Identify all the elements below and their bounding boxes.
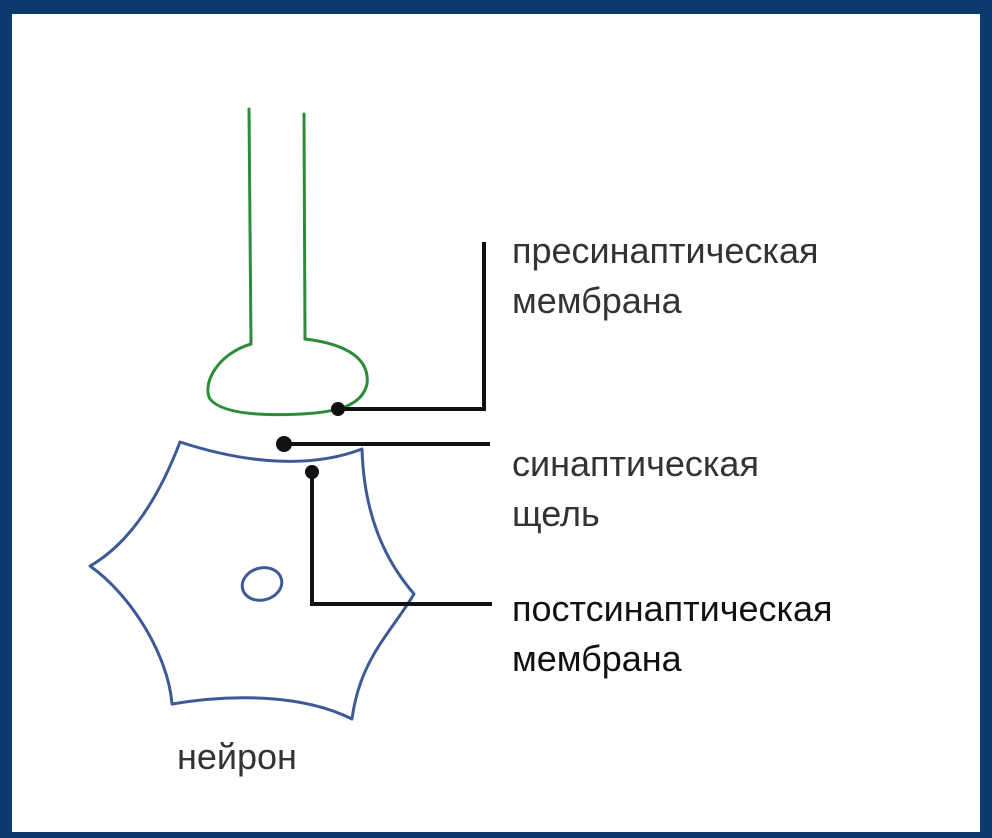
neuron-body (90, 442, 414, 719)
postsynaptic-leader (312, 472, 492, 604)
axon-right-line (304, 114, 305, 339)
leader-lines (284, 242, 492, 604)
synaptic-bouton (208, 339, 367, 415)
synaptic-cleft-label: синаптическая щель (512, 439, 759, 539)
presynaptic-membrane-label: пресинаптическая мембрана (512, 226, 818, 326)
postsynaptic-membrane-label: постсинаптическая мембрана (512, 584, 833, 684)
diagram-canvas: пресинаптическая мембрана синаптическая … (12, 14, 980, 832)
neuron-label-text: нейрон (177, 732, 297, 782)
axon-terminal (208, 109, 367, 415)
cleft-line-2: щель (512, 489, 759, 539)
presynaptic-line-1: пресинаптическая (512, 226, 818, 276)
synapse-diagram (12, 14, 980, 832)
postsynaptic-line-1: постсинаптическая (512, 584, 833, 634)
postsynaptic-dot (305, 465, 319, 479)
presynaptic-dot (331, 402, 345, 416)
presynaptic-leader (338, 242, 484, 409)
neuron-outline (90, 442, 414, 719)
cleft-line-1: синаптическая (512, 439, 759, 489)
nucleus (239, 563, 286, 604)
axon-left-line (249, 109, 251, 344)
neuron-label: нейрон (177, 732, 297, 782)
presynaptic-line-2: мембрана (512, 276, 818, 326)
cleft-dot (276, 436, 292, 452)
postsynaptic-line-2: мембрана (512, 634, 833, 684)
